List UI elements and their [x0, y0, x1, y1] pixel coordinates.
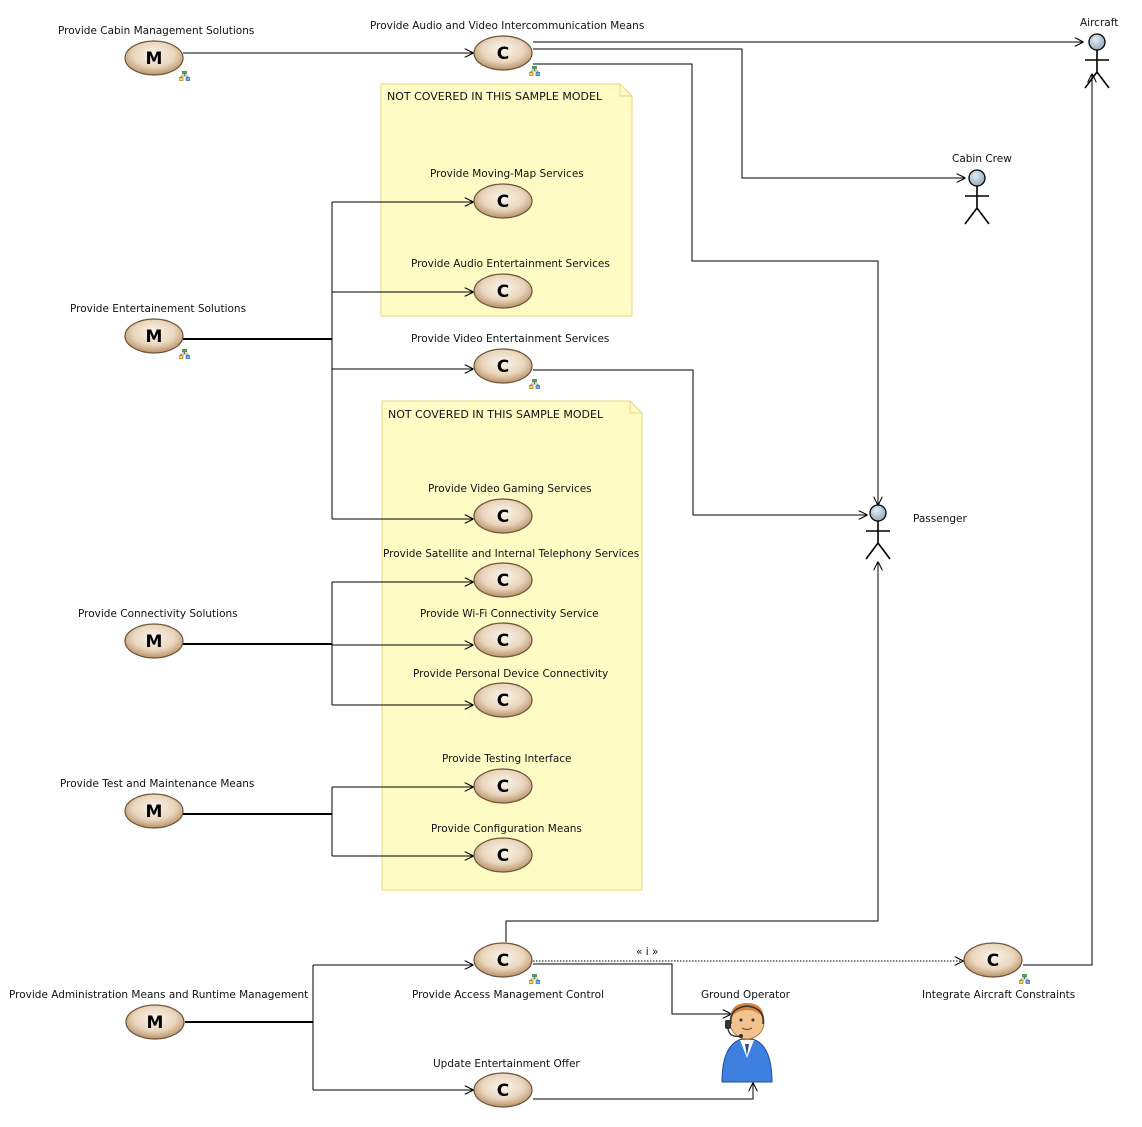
capability-label: Provide Wi-Fi Connectivity Service [420, 608, 599, 620]
mission-label: Provide Entertainement Solutions [70, 303, 246, 315]
hierarchy-icon [179, 349, 190, 359]
actor-passenger[interactable]: Passenger [865, 504, 967, 560]
mission-letter: M [146, 327, 163, 347]
ground-operator-icon [721, 1003, 773, 1083]
actor-label: Cabin Crew [952, 153, 1012, 165]
capability-satellite-telephony[interactable]: Provide Satellite and Internal Telephony… [383, 548, 639, 598]
mission-label: Provide Test and Maintenance Means [60, 778, 254, 790]
capability-label: Provide Satellite and Internal Telephony… [383, 548, 639, 560]
note-title: NOT COVERED IN THIS SAMPLE MODEL [387, 90, 603, 103]
mission-administration[interactable]: Provide Administration Means and Runtime… [9, 989, 308, 1040]
capability-label: Provide Audio Entertainment Services [411, 258, 610, 270]
actor-ground-operator[interactable]: Ground Operator [701, 989, 791, 1083]
hierarchy-icon [529, 66, 540, 76]
capability-testing-interface[interactable]: Provide Testing Interface C [442, 753, 572, 804]
capability-label: Provide Testing Interface [442, 753, 572, 765]
connector-intercom-to-cabin-crew [533, 48, 965, 178]
actor-aircraft[interactable]: Aircraft [1080, 17, 1118, 89]
capability-label: Provide Access Management Control [412, 989, 604, 1001]
capability-letter: C [497, 192, 509, 212]
actor-label: Ground Operator [701, 989, 791, 1001]
capability-letter: C [497, 571, 509, 591]
actor-head-icon [869, 504, 887, 522]
mission-letter: M [146, 802, 163, 822]
capability-letter: C [497, 777, 509, 797]
capability-letter: C [497, 44, 509, 64]
connector-access-to-passenger [505, 562, 878, 942]
capability-video-gaming[interactable]: Provide Video Gaming Services C [428, 483, 592, 534]
mission-label: Provide Administration Means and Runtime… [9, 989, 308, 1001]
capability-letter: C [497, 691, 509, 711]
capability-audio-video-intercom[interactable]: Provide Audio and Video Intercommunicati… [370, 20, 644, 76]
actor-label: Aircraft [1080, 17, 1118, 29]
capability-moving-map[interactable]: Provide Moving-Map Services C [430, 168, 584, 219]
hierarchy-icon [1019, 974, 1030, 984]
mission-cabin-management[interactable]: Provide Cabin Management Solutions M [58, 25, 254, 81]
capability-label: Provide Moving-Map Services [430, 168, 584, 180]
mission-letter: M [146, 49, 163, 69]
capability-letter: C [497, 1081, 509, 1101]
capability-label: Provide Video Gaming Services [428, 483, 592, 495]
capability-configuration[interactable]: Provide Configuration Means C [431, 823, 582, 873]
connector-update-to-operator [533, 1083, 753, 1100]
capability-video-entertainment[interactable]: Provide Video Entertainment Services C [411, 333, 609, 389]
actor-head-icon [1088, 33, 1106, 51]
connector-access-to-operator [533, 963, 731, 1014]
mission-connectivity[interactable]: Provide Connectivity Solutions M [78, 608, 238, 659]
actor-cabin-crew[interactable]: Cabin Crew [952, 153, 1012, 225]
connector-video-to-passenger [533, 369, 867, 515]
connectors [183, 42, 1092, 1100]
mission-test-maintenance[interactable]: Provide Test and Maintenance Means M [60, 778, 254, 829]
actor-head-icon [968, 169, 986, 187]
capability-letter: C [497, 507, 509, 527]
mission-letter: M [147, 1013, 164, 1033]
capability-letter: C [497, 631, 509, 651]
actor-label: Passenger [913, 513, 967, 525]
hierarchy-icon [529, 379, 540, 389]
note-title: NOT COVERED IN THIS SAMPLE MODEL [388, 408, 604, 421]
capability-wifi[interactable]: Provide Wi-Fi Connectivity Service C [420, 608, 599, 658]
hierarchy-icon [179, 71, 190, 81]
include-label: « i » [636, 946, 658, 958]
capability-aircraft-constraints[interactable]: C Integrate Aircraft Constraints [922, 942, 1075, 1001]
capability-label: Provide Personal Device Connectivity [413, 668, 608, 680]
capability-label: Provide Video Entertainment Services [411, 333, 609, 345]
mission-label: Provide Connectivity Solutions [78, 608, 238, 620]
capability-letter: C [497, 951, 509, 971]
mission-letter: M [146, 632, 163, 652]
capability-label: Update Entertainment Offer [433, 1058, 580, 1070]
connector-constraints-to-aircraft [1023, 74, 1092, 966]
capability-access-management[interactable]: C Provide Access Management Control [412, 942, 604, 1001]
capability-label: Provide Audio and Video Intercommunicati… [370, 20, 644, 32]
capability-letter: C [497, 846, 509, 866]
capability-update-offer[interactable]: Update Entertainment Offer C [433, 1058, 580, 1108]
mission-label: Provide Cabin Management Solutions [58, 25, 254, 37]
capability-label: Integrate Aircraft Constraints [922, 989, 1075, 1001]
capability-letter: C [497, 282, 509, 302]
capability-letter: C [497, 357, 509, 377]
capability-label: Provide Configuration Means [431, 823, 582, 835]
mission-entertainment[interactable]: Provide Entertainement Solutions M [70, 303, 246, 359]
capability-letter: C [987, 951, 999, 971]
capability-audio-entertainment[interactable]: Provide Audio Entertainment Services C [411, 258, 610, 309]
hierarchy-icon [529, 974, 540, 984]
capability-personal-device[interactable]: Provide Personal Device Connectivity C [413, 668, 608, 718]
connector-intercom-to-passenger [533, 63, 878, 505]
